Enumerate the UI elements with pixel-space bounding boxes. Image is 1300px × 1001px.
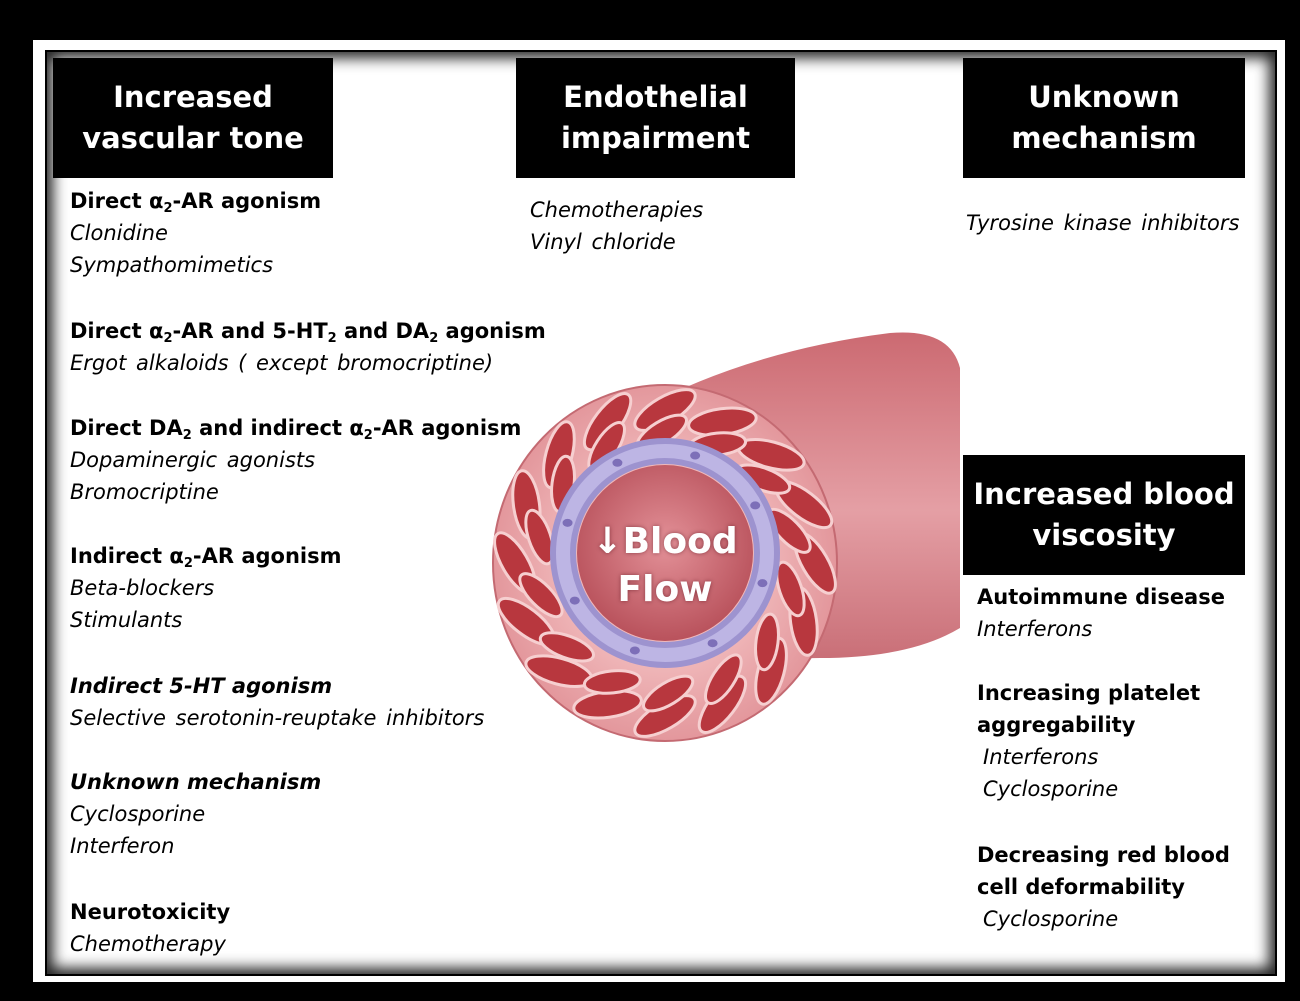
block-unknown-list: Tyrosine kinase inhibitors <box>966 207 1239 239</box>
block-platelet: Increasing platelet aggregability Interf… <box>977 677 1200 805</box>
endothelial-nucleus <box>750 501 760 509</box>
block-direct-da2: Direct DA2 and indirect α2-AR agonism Do… <box>70 412 521 508</box>
endothelial-nucleus <box>612 459 622 467</box>
blood-flow-label: ↓Blood Flow <box>590 518 740 614</box>
block-endothelial-list: Chemotherapies Vinyl chloride <box>530 194 703 258</box>
down-arrow-icon: ↓ <box>592 521 622 562</box>
heading-direct-a2: Direct α2-AR agonism <box>70 185 321 217</box>
block-rbc: Decreasing red blood cell deformability … <box>977 839 1230 935</box>
block-unknown-left: Unknown mechanism Cyclosporine Interfero… <box>70 766 321 862</box>
endothelial-nucleus <box>690 452 700 460</box>
block-direct-mixed: Direct α2-AR and 5-HT2 and DA2 agonism E… <box>70 315 546 379</box>
endothelial-nucleus <box>708 639 718 647</box>
block-indirect-a2: Indirect α2-AR agonism Beta-blockers Sti… <box>70 540 342 636</box>
endothelial-nucleus <box>757 579 767 587</box>
heading-direct-mixed: Direct α2-AR and 5-HT2 and DA2 agonism <box>70 315 546 347</box>
endothelial-nucleus <box>570 597 580 605</box>
block-neurotoxicity: Neurotoxicity Chemotherapy <box>70 896 230 960</box>
heading-direct-da2: Direct DA2 and indirect α2-AR agonism <box>70 412 521 444</box>
block-autoimmune: Autoimmune disease Interferons <box>977 581 1225 645</box>
heading-indirect-a2: Indirect α2-AR agonism <box>70 540 342 572</box>
block-indirect-5ht: Indirect 5-HT agonism Selective serotoni… <box>70 670 484 734</box>
endothelial-nucleus <box>563 519 573 527</box>
block-direct-a2: Direct α2-AR agonism Clonidine Sympathom… <box>70 185 321 281</box>
endothelial-nucleus <box>630 646 640 654</box>
